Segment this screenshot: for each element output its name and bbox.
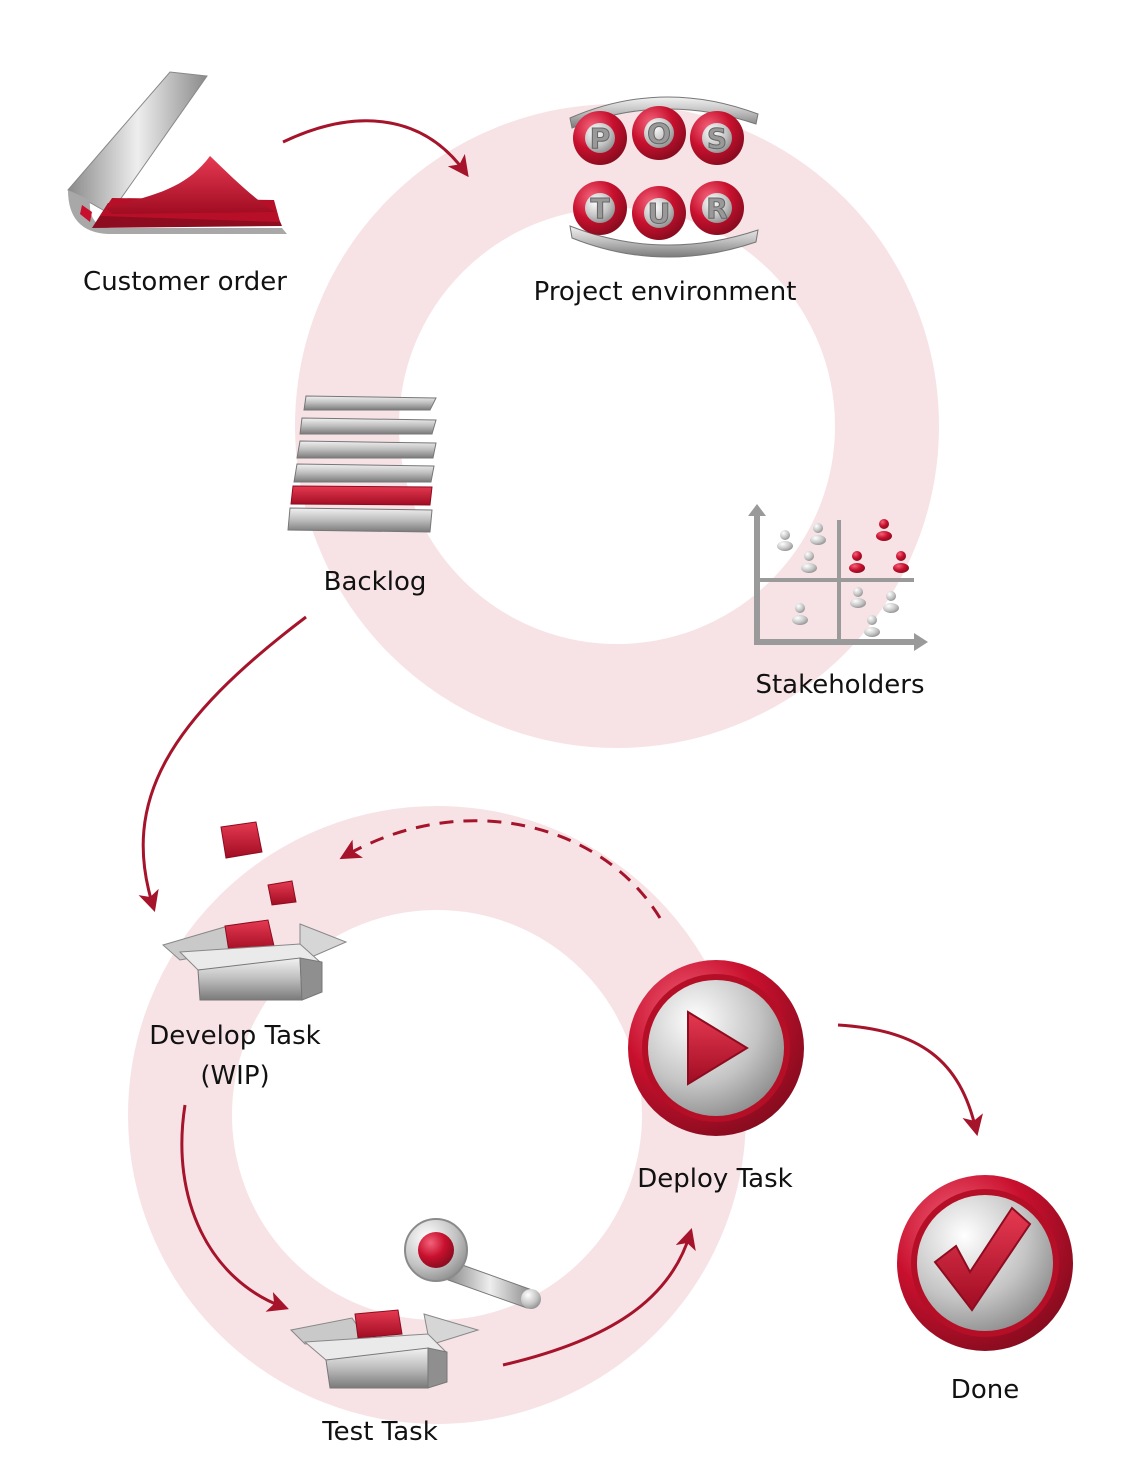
arrow-customer-to-environment xyxy=(282,119,469,178)
backlog-label: Backlog xyxy=(323,567,427,597)
stakeholder-matrix-icon xyxy=(748,504,928,651)
postur-letter-discs: P O S T U R xyxy=(573,106,744,240)
develop-task-wip-label: (WIP) xyxy=(200,1061,270,1091)
magnifier-box-icon xyxy=(289,1218,541,1389)
arrow-deploy-feedback-dashed xyxy=(339,819,662,919)
letter-s: S xyxy=(707,122,727,155)
letter-u: U xyxy=(648,197,671,230)
test-task-label: Test Task xyxy=(322,1417,438,1447)
checkmark-button-icon xyxy=(897,1175,1073,1351)
develop-task-label: Develop Task xyxy=(149,1021,321,1051)
arrow-develop-to-test xyxy=(180,1104,289,1312)
letter-t: T xyxy=(590,192,609,225)
stack-icon xyxy=(287,395,437,533)
letter-r: R xyxy=(706,192,728,225)
deploy-task-label: Deploy Task xyxy=(637,1164,793,1194)
done-label: Done xyxy=(950,1375,1020,1405)
project-environment-label: Project environment xyxy=(533,277,797,307)
arrow-backlog-to-develop xyxy=(138,615,307,913)
letter-p: P xyxy=(590,122,611,155)
open-box-icon xyxy=(161,821,348,1001)
folder-icon xyxy=(67,71,287,234)
arrow-deploy-to-done xyxy=(837,1023,983,1137)
play-button-icon xyxy=(628,960,804,1136)
postur-icon: P O S T U R xyxy=(569,96,759,258)
stakeholders-label: Stakeholders xyxy=(755,670,925,700)
arrow-test-to-deploy xyxy=(502,1227,696,1367)
letter-o: O xyxy=(647,117,671,150)
customer-order-label: Customer order xyxy=(83,267,287,297)
